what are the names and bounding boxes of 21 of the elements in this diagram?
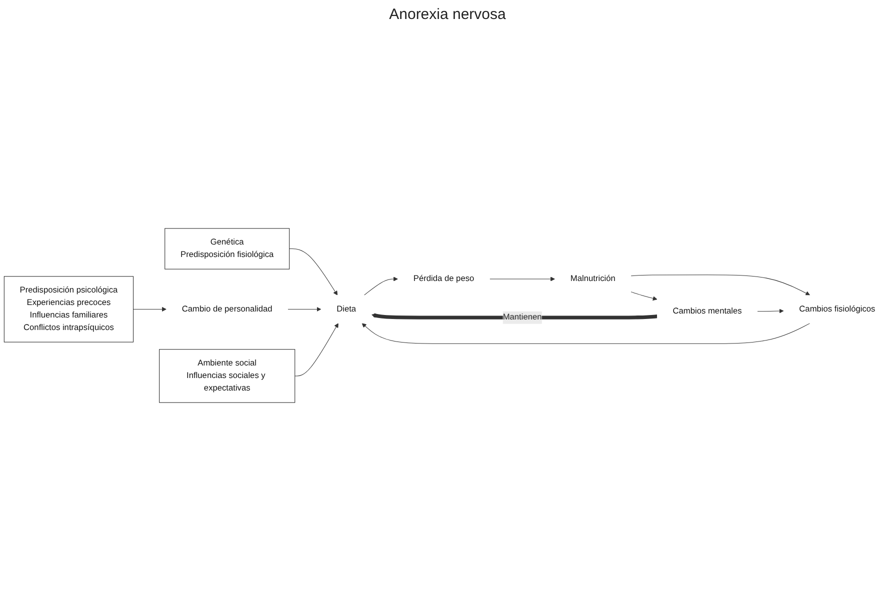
node-box: Genética Predisposición fisiológica bbox=[164, 228, 290, 270]
node-text: Cambios fisiológicos bbox=[799, 304, 876, 314]
node-text: Malnutrición bbox=[570, 274, 616, 284]
node-text: Dieta bbox=[336, 304, 356, 314]
node-box: Ambiente social Influencias sociales y expectativas bbox=[159, 349, 296, 403]
node-text: Cambio de personalidad bbox=[182, 304, 272, 314]
arrow bbox=[630, 274, 810, 296]
arrow bbox=[490, 276, 555, 282]
edge-label: Mantienen bbox=[502, 312, 542, 322]
arrow bbox=[630, 292, 658, 301]
arrow bbox=[362, 323, 810, 344]
arrow bbox=[294, 323, 338, 376]
center-label: Anorexia nervosa bbox=[389, 6, 506, 23]
arrow bbox=[288, 306, 322, 312]
arrow bbox=[133, 306, 166, 312]
arrow bbox=[757, 308, 784, 314]
node-text: Pérdida de peso bbox=[413, 274, 474, 284]
node-box: Predisposición psicológica Experiencias precoces Influencias familiares Conflictos intrapsíquicos bbox=[4, 276, 134, 342]
arrow bbox=[364, 276, 398, 296]
arrow bbox=[289, 248, 338, 296]
node-text: Cambios mentales bbox=[672, 306, 742, 316]
